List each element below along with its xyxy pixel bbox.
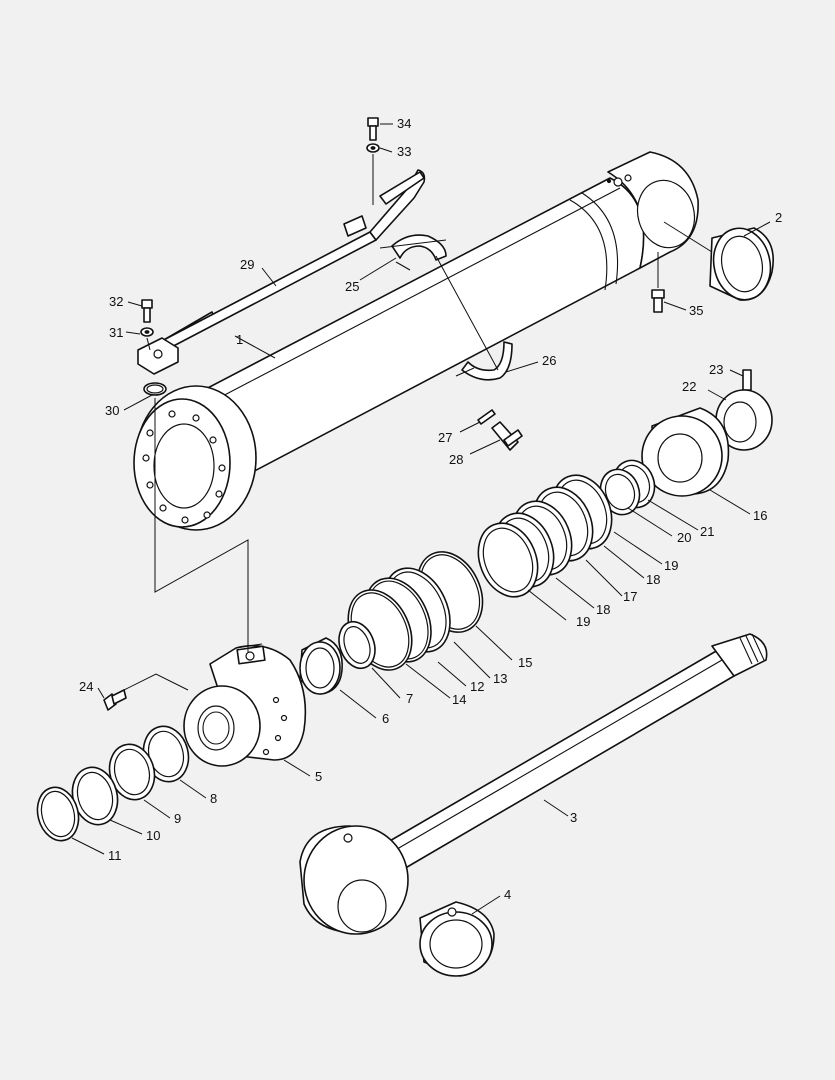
callout-14: 14 [452, 692, 466, 707]
part-ring-9 [108, 743, 156, 801]
callout-35: 35 [689, 303, 703, 318]
callout-21: 21 [700, 524, 714, 539]
callout-34: 34 [397, 116, 411, 131]
part-ring-10 [71, 766, 119, 826]
callout-1: 1 [236, 332, 243, 347]
part-ring-11 [36, 786, 80, 842]
part-set-screw-23 [742, 369, 752, 391]
callout-22: 22 [682, 379, 696, 394]
part-cylinder-head-5 [183, 643, 307, 767]
callout-2: 2 [775, 210, 782, 225]
callout-5: 5 [315, 769, 322, 784]
callout-13: 13 [493, 671, 507, 686]
callout-33: 33 [397, 144, 411, 159]
part-hydraulic-pipe-29 [137, 169, 426, 375]
part-pipe-clamp-25 [379, 234, 447, 271]
callout-32: 32 [109, 294, 123, 309]
part-pin-27 [477, 409, 496, 425]
part-piston-rod-3 [299, 633, 768, 935]
assembly-path-clamp [435, 255, 499, 371]
part-washer-33 [366, 143, 380, 153]
callout-labels: 1 2 3 4 5 6 7 8 9 10 11 12 13 14 15 16 1… [79, 116, 782, 902]
callout-leaders [71, 123, 771, 915]
callout-11: 11 [108, 848, 122, 863]
part-lock-nut-22 [715, 389, 773, 451]
callout-19a: 19 [664, 558, 678, 573]
part-bolt-32 [141, 299, 153, 323]
callout-27: 27 [438, 430, 452, 445]
part-bolt-34 [367, 117, 379, 141]
part-bushing-6 [299, 637, 343, 695]
callout-8: 8 [210, 791, 217, 806]
callout-24: 24 [79, 679, 93, 694]
flange-bolt-holes [142, 410, 226, 524]
callout-10: 10 [146, 828, 160, 843]
part-bolt-24 [103, 689, 127, 711]
callout-30: 30 [105, 403, 119, 418]
callout-29: 29 [240, 257, 254, 272]
part-piston-16 [641, 407, 730, 497]
part-o-ring-30 [143, 382, 167, 396]
callout-18b: 18 [596, 602, 610, 617]
part-seal-rings-17-19 [477, 474, 613, 598]
callout-6: 6 [382, 711, 389, 726]
callout-15: 15 [518, 655, 532, 670]
rod-thread [739, 633, 765, 665]
part-cylinder-tube [133, 151, 699, 531]
callout-16: 16 [753, 508, 767, 523]
callout-25: 25 [345, 279, 359, 294]
callout-12: 12 [470, 679, 484, 694]
callout-20: 20 [677, 530, 691, 545]
callout-3: 3 [570, 810, 577, 825]
part-pipe-clamp-26 [455, 341, 513, 381]
part-washer-31 [140, 327, 154, 337]
callout-4: 4 [504, 887, 511, 902]
callout-17: 17 [623, 589, 637, 604]
callout-28: 28 [449, 452, 463, 467]
callout-19b: 19 [576, 614, 590, 629]
assembly-path-washer-31 [146, 337, 151, 351]
assembly-path-bolt-24 [123, 673, 189, 691]
callout-31: 31 [109, 325, 123, 340]
assembly-path-head-to-tube [154, 398, 249, 652]
callout-26: 26 [542, 353, 556, 368]
part-grease-nipple-35 [651, 252, 665, 313]
callout-23: 23 [709, 362, 723, 377]
part-bushing-2 [709, 227, 774, 301]
part-ring-7 [338, 620, 376, 670]
callout-18a: 18 [646, 572, 660, 587]
callout-9: 9 [174, 811, 181, 826]
part-bolt-28 [491, 421, 523, 451]
callout-7: 7 [406, 691, 413, 706]
part-bushing-4 [419, 901, 495, 977]
